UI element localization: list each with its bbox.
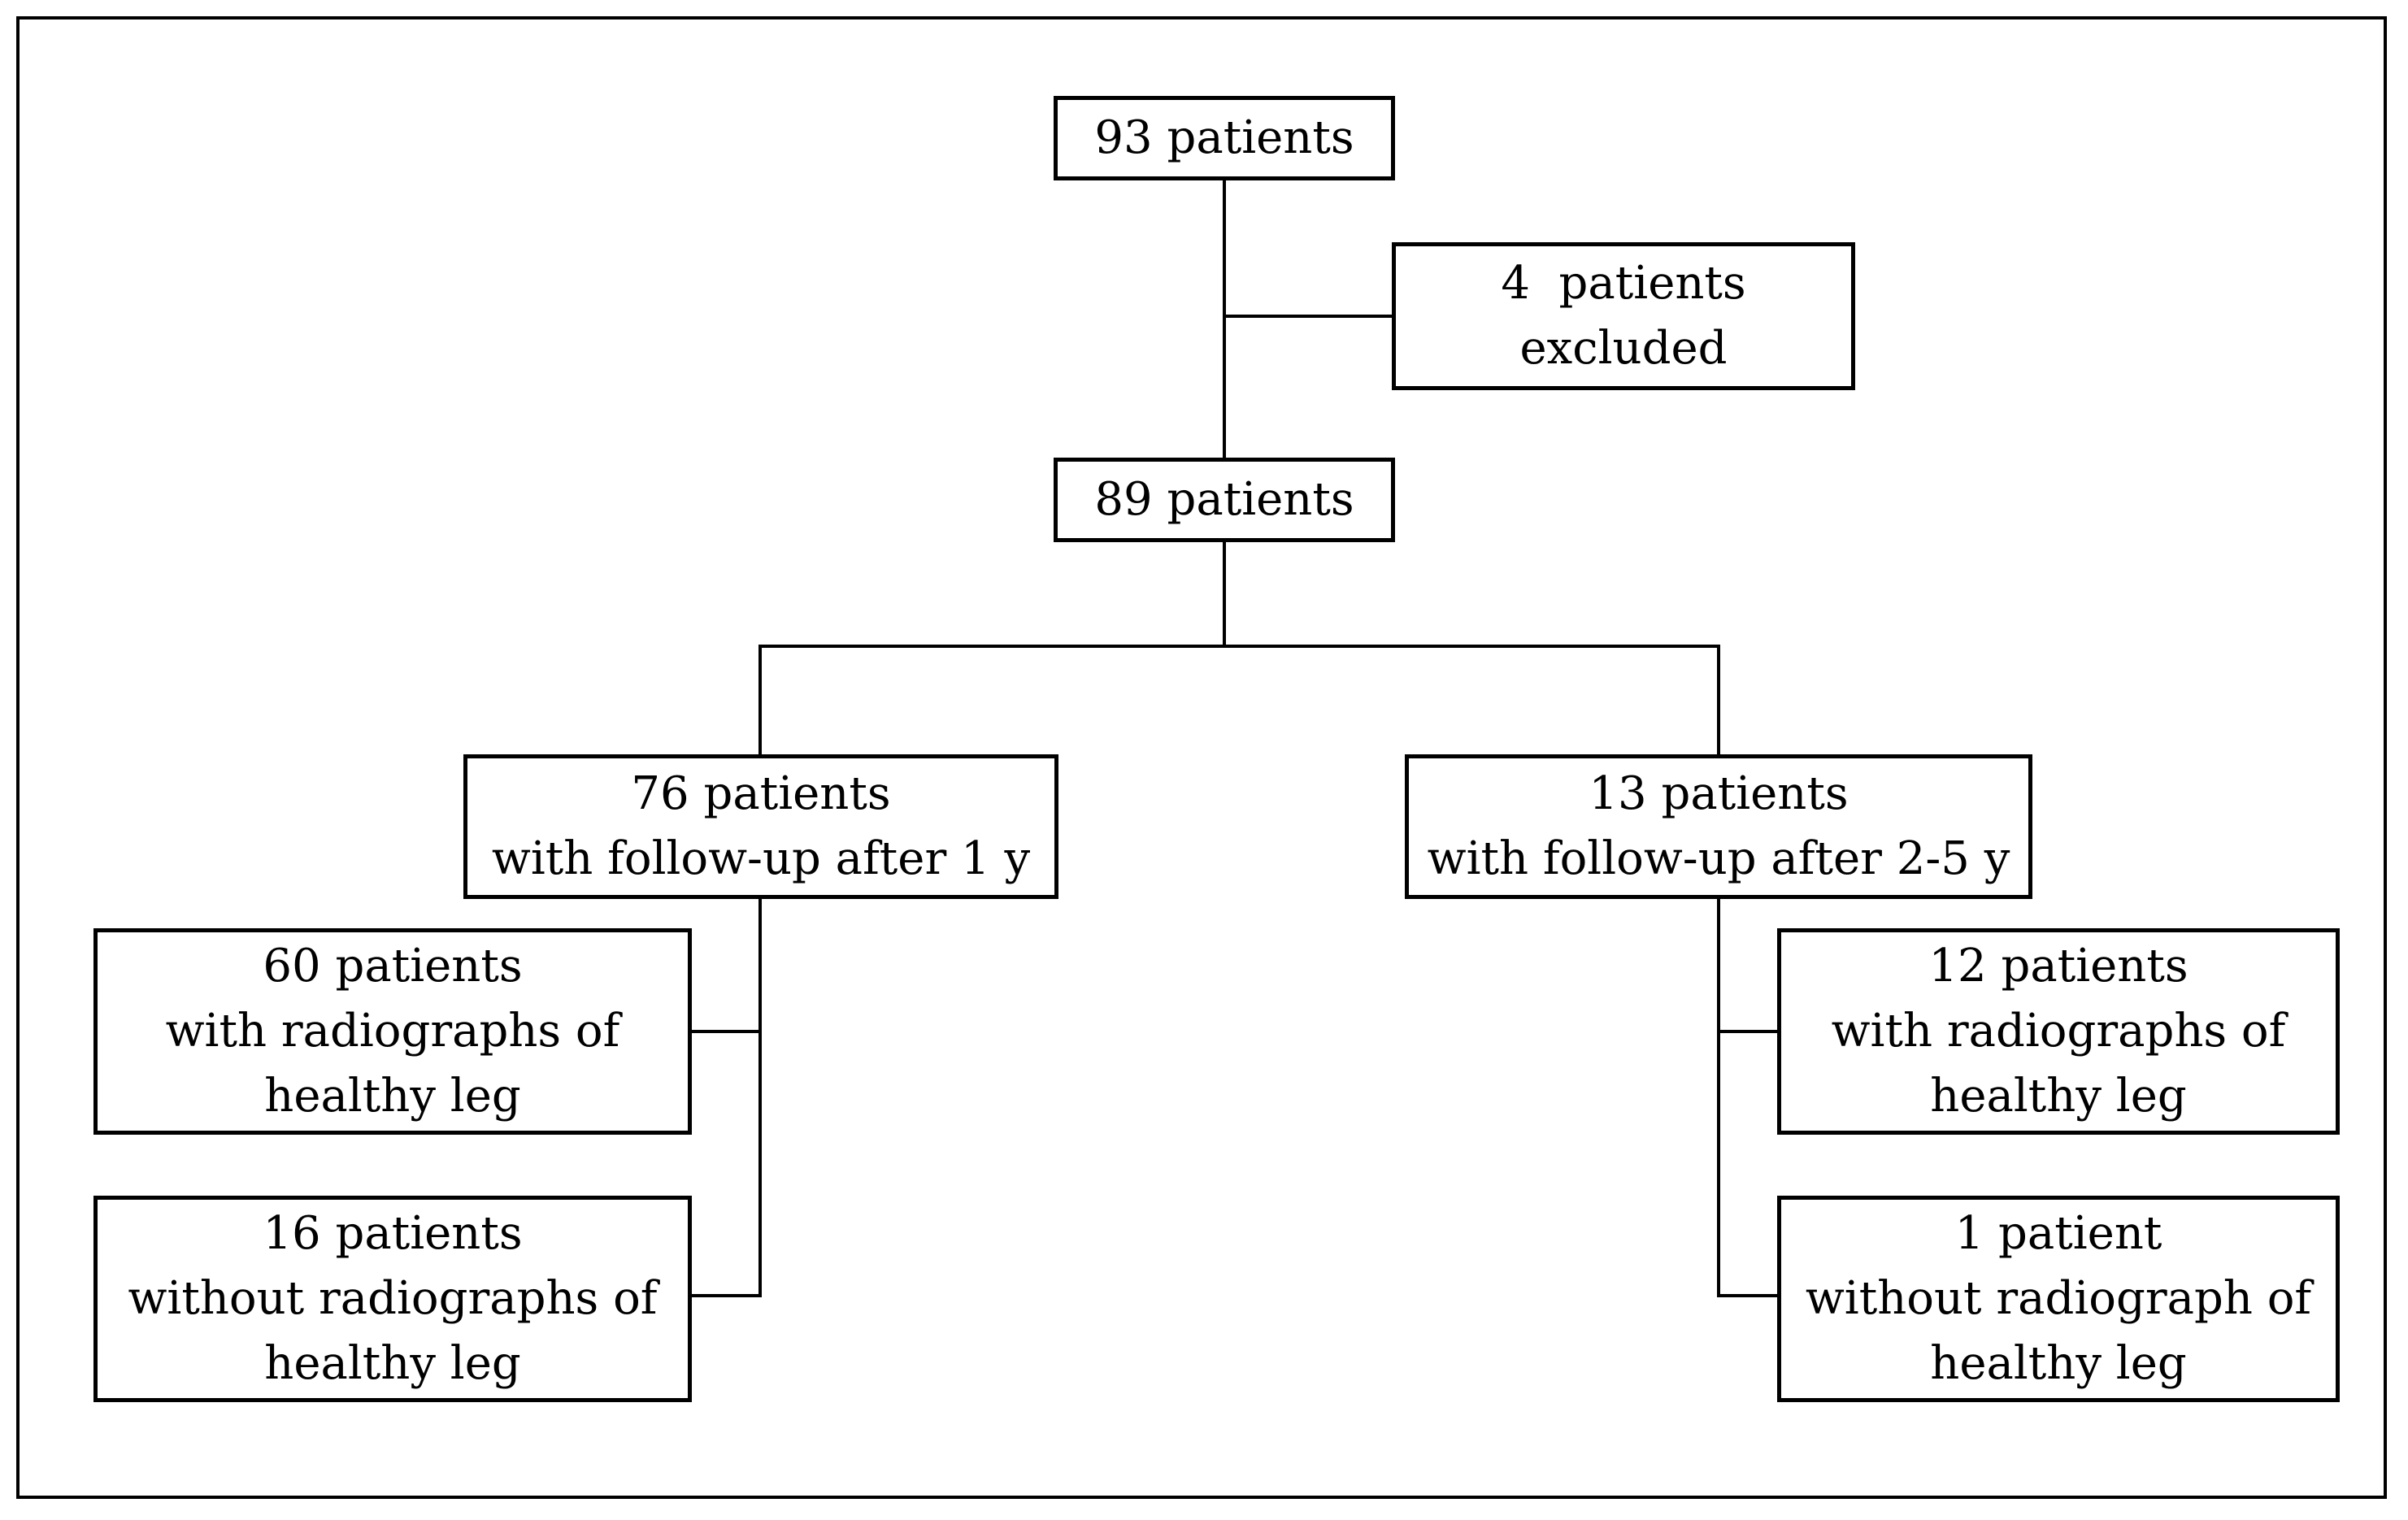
node-89-patients: 89 patients bbox=[1054, 458, 1395, 542]
connector-included-to-branch bbox=[1223, 541, 1226, 646]
node-12-patients-with-radiographs-label: 12 patients with radiographs of healthy … bbox=[1831, 940, 2286, 1123]
figure-border bbox=[16, 16, 2387, 1499]
node-12-patients-with-radiographs: 12 patients with radiographs of healthy … bbox=[1777, 928, 2340, 1135]
connector-branch-to-followup-2-5y bbox=[1717, 645, 1720, 758]
node-76-patients-followup-1y: 76 patients with follow-up after 1 y bbox=[463, 754, 1058, 899]
node-76-patients-followup-1y-label: 76 patients with follow-up after 1 y bbox=[491, 767, 1031, 885]
connector-followup-2-5y-down bbox=[1717, 896, 1720, 1297]
node-89-patients-label: 89 patients bbox=[1094, 473, 1354, 526]
connector-branch-to-followup-1y bbox=[758, 645, 762, 758]
node-13-patients-followup-2-5y-label: 13 patients with follow-up after 2-5 y bbox=[1427, 767, 2010, 885]
node-13-patients-followup-2-5y: 13 patients with follow-up after 2-5 y bbox=[1405, 754, 2032, 899]
node-60-patients-with-radiographs-label: 60 patients with radiographs of healthy … bbox=[165, 940, 620, 1123]
node-16-patients-without-radiographs-label: 16 patients without radiographs of healt… bbox=[128, 1207, 658, 1390]
connector-stub-to-with-radiographs-2-5y bbox=[1717, 1030, 1780, 1033]
node-1-patient-without-radiograph-label: 1 patient without radiograph of healthy … bbox=[1805, 1207, 2312, 1390]
connector-stub-to-excluded bbox=[1223, 315, 1395, 318]
connector-branch-horizontal bbox=[758, 645, 1720, 648]
node-16-patients-without-radiographs: 16 patients without radiographs of healt… bbox=[93, 1196, 692, 1402]
node-93-patients-label: 93 patients bbox=[1094, 111, 1354, 164]
connector-stub-to-without-radiograph-2-5y bbox=[1717, 1294, 1780, 1297]
connector-stub-to-with-radiographs-1y bbox=[690, 1030, 762, 1033]
node-1-patient-without-radiograph: 1 patient without radiograph of healthy … bbox=[1777, 1196, 2340, 1402]
node-4-patients-excluded-label: 4 patients excluded bbox=[1501, 257, 1746, 375]
connector-followup-1y-down bbox=[758, 896, 762, 1297]
node-60-patients-with-radiographs: 60 patients with radiographs of healthy … bbox=[93, 928, 692, 1135]
connector-stub-to-without-radiographs-1y bbox=[690, 1294, 762, 1297]
connector-total-to-included bbox=[1223, 179, 1226, 459]
node-93-patients: 93 patients bbox=[1054, 96, 1395, 180]
node-4-patients-excluded: 4 patients excluded bbox=[1392, 242, 1855, 390]
